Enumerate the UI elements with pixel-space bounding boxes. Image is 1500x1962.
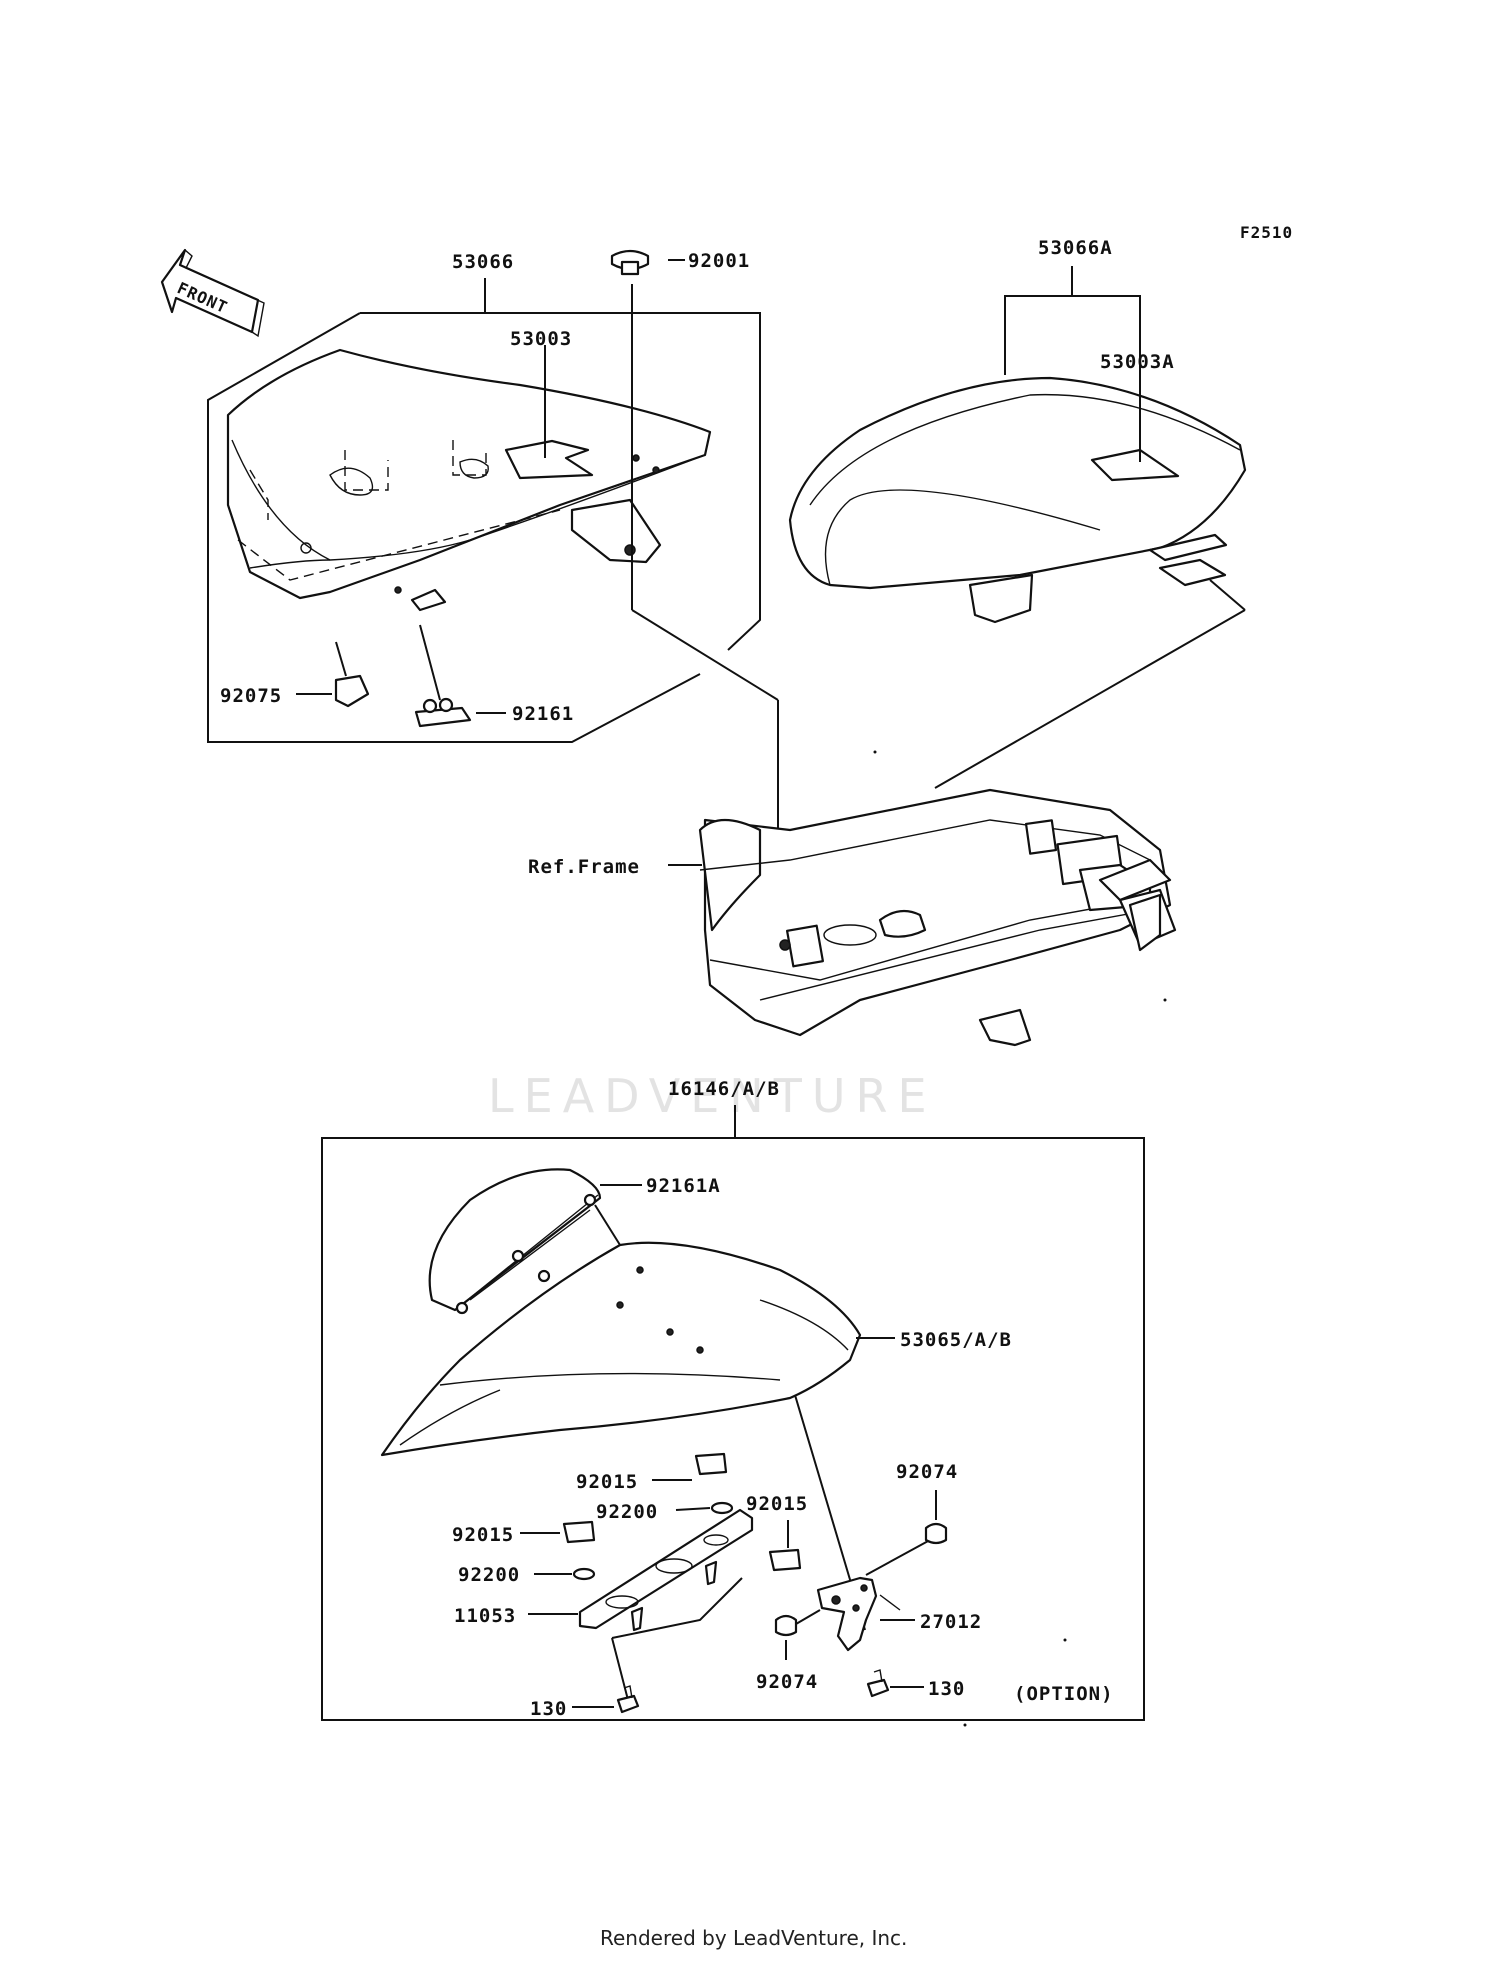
- label-11053: 11053: [454, 1605, 516, 1627]
- front-arrow-icon: FRONT: [160, 248, 265, 338]
- label-92200-b: 92200: [458, 1564, 520, 1586]
- grommet-92074-a: [924, 1490, 948, 1545]
- clip-92015-b: [520, 1520, 596, 1544]
- watermark: LEADVENTURE: [488, 1069, 937, 1123]
- option-group: [321, 1105, 1145, 1721]
- label-92001: 92001: [688, 250, 750, 272]
- label-92074-b: 92074: [756, 1671, 818, 1693]
- label-53003A: 53003A: [1100, 351, 1175, 373]
- damper-92161: [414, 624, 506, 728]
- diagram-code: F2510: [1240, 223, 1293, 242]
- bracket-11053: [578, 1508, 754, 1630]
- bolt-130-b: [866, 1669, 924, 1698]
- label-130-a: 130: [530, 1698, 567, 1720]
- label-92200-a: 92200: [596, 1501, 658, 1523]
- label-53003: 53003: [510, 328, 572, 350]
- cowl-part-92161A: [428, 1168, 602, 1312]
- bracket-53066: [207, 312, 701, 743]
- frame-ref: [631, 609, 1177, 1047]
- option-note: (OPTION): [1014, 1683, 1114, 1705]
- label-27012: 27012: [920, 1611, 982, 1633]
- seat-cowl-53065: [380, 1241, 862, 1457]
- label-53066: 53066: [452, 251, 514, 273]
- washer-92200-a: [675, 1501, 734, 1515]
- label-92161: 92161: [512, 703, 574, 725]
- label-92015-b: 92015: [452, 1524, 514, 1546]
- label-92015-c: 92015: [746, 1493, 808, 1515]
- clip-92015-a: [652, 1452, 728, 1481]
- grommet-92074-b: [774, 1609, 821, 1660]
- label-92161A: 92161A: [646, 1175, 721, 1197]
- rider-seat: [226, 348, 712, 600]
- label-92074-a: 92074: [896, 1461, 958, 1483]
- label-92015-a: 92015: [576, 1471, 638, 1493]
- rider-seat-group: [207, 249, 761, 743]
- label-ref-frame: Ref.Frame: [528, 856, 640, 878]
- label-92075: 92075: [220, 685, 282, 707]
- label-53065: 53065/A/B: [900, 1329, 1012, 1351]
- footer-credit: Rendered by LeadVenture, Inc.: [600, 1926, 907, 1950]
- label-130-b: 130: [928, 1678, 965, 1700]
- bracket-27012: [816, 1576, 878, 1652]
- label-53066A: 53066A: [1038, 237, 1113, 259]
- bolt-92001: [610, 249, 685, 610]
- passenger-seat: [788, 376, 1247, 590]
- option-box: [321, 1137, 1145, 1721]
- seat-cover-53003A: [1090, 448, 1180, 482]
- passenger-seat-group: [788, 266, 1247, 789]
- seat-cover-53003: [504, 439, 594, 480]
- bumper-92075: [296, 641, 370, 708]
- clip-92015-c: [768, 1520, 802, 1572]
- bolt-130-a: [572, 1685, 640, 1714]
- washer-92200-b: [534, 1567, 596, 1581]
- label-16146: 16146/A/B: [668, 1078, 780, 1100]
